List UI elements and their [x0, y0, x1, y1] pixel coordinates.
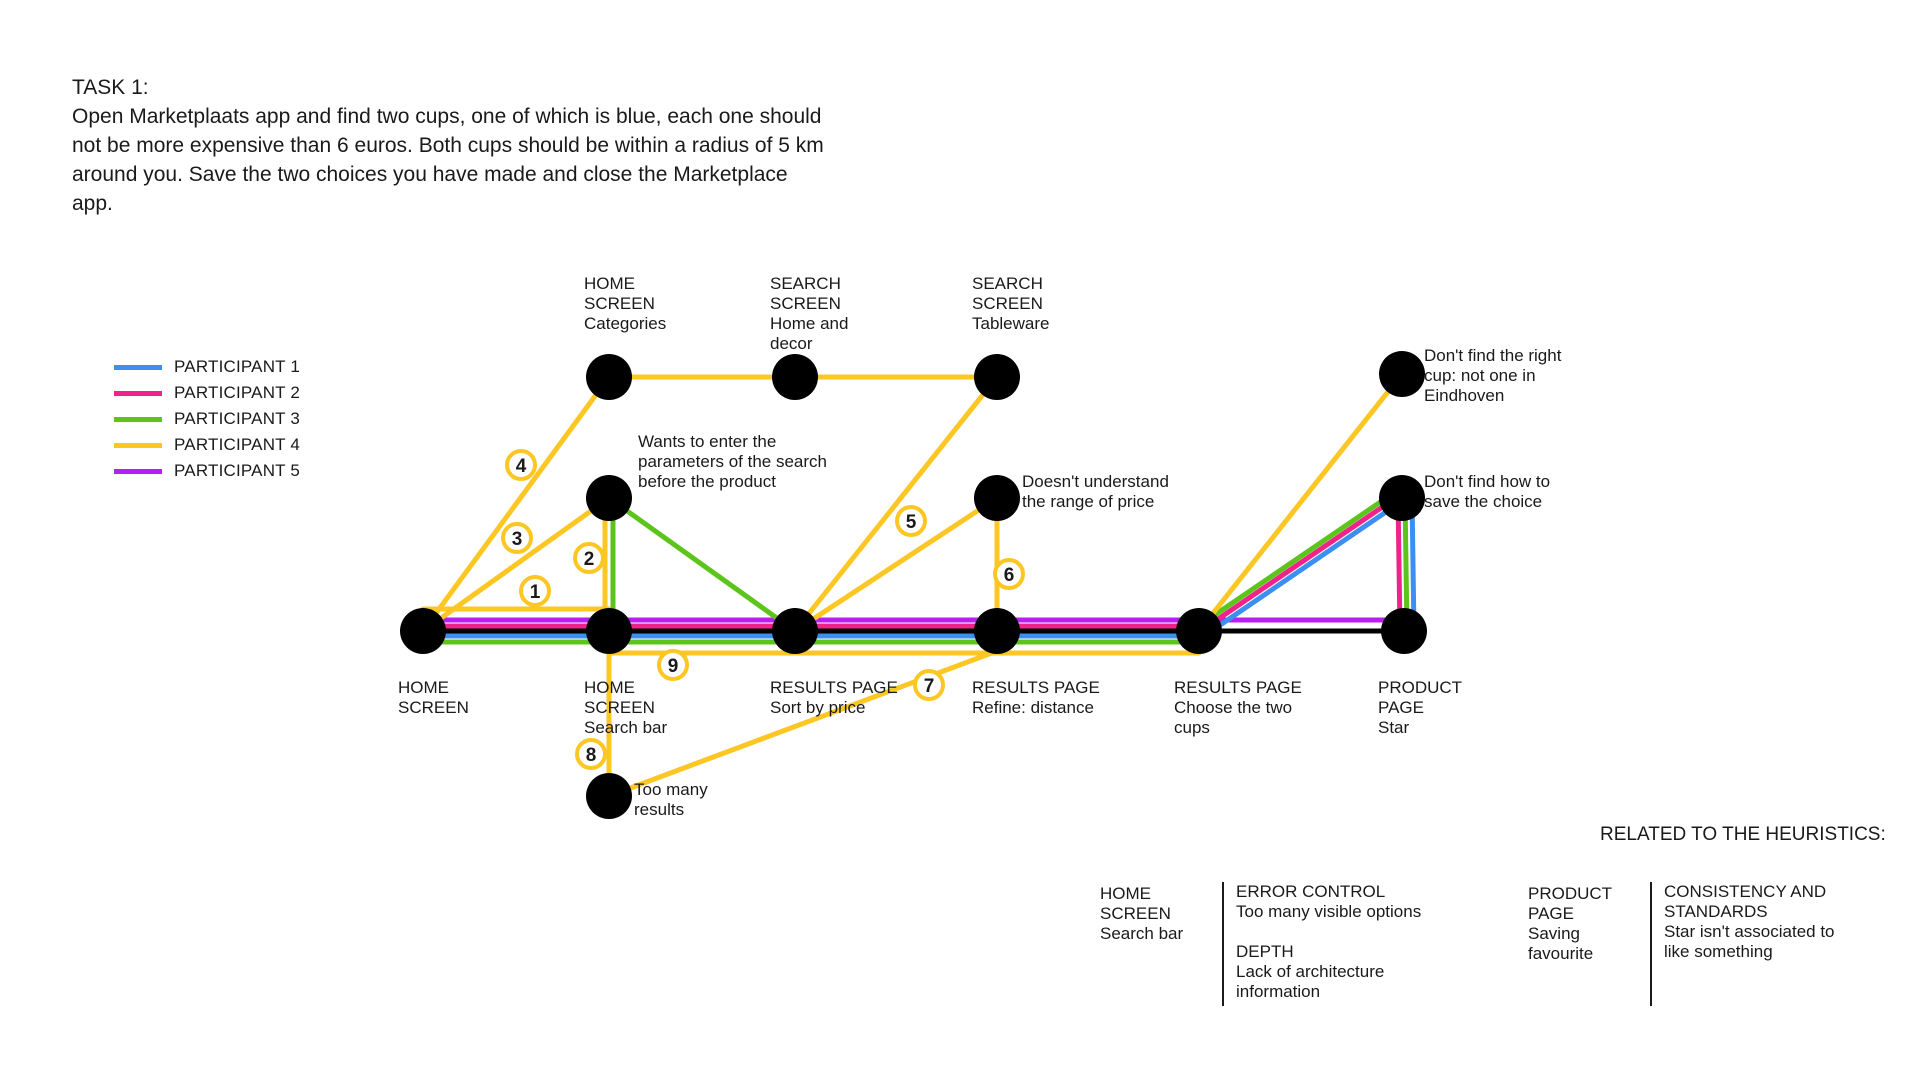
step-marker-label: 3	[512, 529, 523, 550]
step-marker-7	[913, 669, 945, 701]
step-marker-label: 8	[586, 745, 597, 766]
path-to-save	[1204, 498, 1405, 637]
legend-label: PARTICIPANT 4	[174, 435, 301, 454]
label-wants-parameters: Wants to enter the parameters of the sea…	[638, 432, 827, 491]
step-marker-3	[501, 522, 533, 554]
label-cant-save-choice: Don't find how to save the choice	[1424, 472, 1551, 511]
legend-swatch	[114, 390, 162, 396]
node-home	[400, 608, 446, 654]
p4-path	[420, 495, 612, 634]
p4-path	[792, 374, 1000, 634]
heuristics-title: RELATED TO THE HEURISTICS:	[1600, 824, 1886, 845]
label-results-refine-distance: RESULTS PAGE Refine: distance	[972, 678, 1100, 717]
label-home-categories: HOME SCREEN Categories	[584, 274, 667, 333]
legend-label: PARTICIPANT 5	[174, 461, 301, 480]
step-marker-9	[657, 649, 689, 681]
task-description: Open Marketplaats app and find two cups,…	[72, 105, 824, 215]
legend-label: PARTICIPANT 3	[174, 409, 301, 428]
step-marker-6	[993, 558, 1025, 590]
label-home-search-bar: HOME SCREEN Search bar	[584, 678, 668, 737]
participant-legend: PARTICIPANT 1 PARTICIPANT 2 PARTICIPANT …	[114, 354, 300, 484]
label-results-choose-two-cups: RESULTS PAGE Choose the two cups	[1174, 678, 1302, 737]
legend-item-participant-3: PARTICIPANT 3	[114, 406, 300, 432]
p4-path	[1196, 371, 1405, 634]
label-search-tableware: SEARCH SCREEN Tableware	[972, 274, 1050, 333]
step-marker-label: 6	[1004, 565, 1015, 586]
label-search-home-decor: SEARCH SCREEN Home and decor	[770, 274, 849, 353]
step-marker-label: 7	[924, 676, 935, 697]
step-marker-4	[505, 449, 537, 481]
heuristic-issues-home-search-bar: ERROR CONTROL Too many visible options D…	[1236, 882, 1422, 1001]
label-home-screen: HOME SCREEN	[398, 678, 469, 717]
step-marker-label: 4	[516, 456, 527, 477]
legend-item-participant-1: PARTICIPANT 1	[114, 354, 300, 380]
p4-path	[420, 374, 612, 634]
node-decor	[772, 354, 818, 400]
step-marker-5	[895, 505, 927, 537]
step-marker-label: 5	[906, 512, 917, 533]
heuristic-divider	[1650, 882, 1652, 1006]
node-save	[1379, 475, 1425, 521]
legend-item-participant-5: PARTICIPANT 5	[114, 458, 300, 484]
heuristic-issues-product-page: CONSISTENCY AND STANDARDS Star isn't ass…	[1664, 882, 1835, 961]
legend-label: PARTICIPANT 2	[174, 383, 301, 402]
node-many	[586, 773, 632, 819]
label-results-sort-by-price: RESULTS PAGE Sort by price	[770, 678, 898, 717]
task-title: TASK 1:	[72, 76, 149, 99]
label-doesnt-understand-price: Doesn't understand the range of price	[1022, 472, 1169, 511]
legend-swatch	[114, 442, 162, 448]
p4-path	[792, 495, 1000, 634]
node-choose	[1176, 608, 1222, 654]
step-marker-1	[519, 575, 551, 607]
node-eind	[1379, 351, 1425, 397]
node-table	[974, 354, 1020, 400]
path-save-product	[1409, 495, 1417, 634]
legend-swatch	[114, 416, 162, 422]
label-wrong-cup-eindhoven: Don't find the right cup: not one in Ein…	[1424, 346, 1562, 405]
path-wants-sort	[606, 495, 798, 634]
task-block: TASK 1: Open Marketplaats app and find t…	[72, 74, 832, 218]
step-marker-label: 2	[584, 549, 595, 570]
node-sort	[772, 608, 818, 654]
node-refine	[974, 608, 1020, 654]
step-marker-label: 9	[668, 656, 679, 677]
legend-swatch	[114, 468, 162, 474]
path-to-save	[1202, 492, 1403, 631]
legend-item-participant-2: PARTICIPANT 2	[114, 380, 300, 406]
step-marker-2	[573, 542, 605, 574]
legend-item-participant-4: PARTICIPANT 4	[114, 432, 300, 458]
heuristic-divider	[1222, 882, 1224, 1006]
legend-swatch	[114, 364, 162, 370]
step-marker-8	[575, 738, 607, 770]
heuristic-context-product-page: PRODUCT PAGE Saving favourite	[1528, 884, 1613, 963]
node-product	[1381, 608, 1427, 654]
step-marker-label: 1	[530, 582, 541, 603]
node-price	[974, 475, 1020, 521]
heuristic-context-home-search-bar: HOME SCREEN Search bar	[1100, 884, 1184, 943]
legend-label: PARTICIPANT 1	[174, 357, 301, 376]
label-product-page-star: PRODUCT PAGE Star	[1378, 678, 1463, 737]
node-cat	[586, 354, 632, 400]
label-too-many-results: Too many results	[634, 780, 708, 819]
node-search	[586, 608, 632, 654]
node-wants	[586, 475, 632, 521]
path-to-save	[1200, 487, 1401, 626]
